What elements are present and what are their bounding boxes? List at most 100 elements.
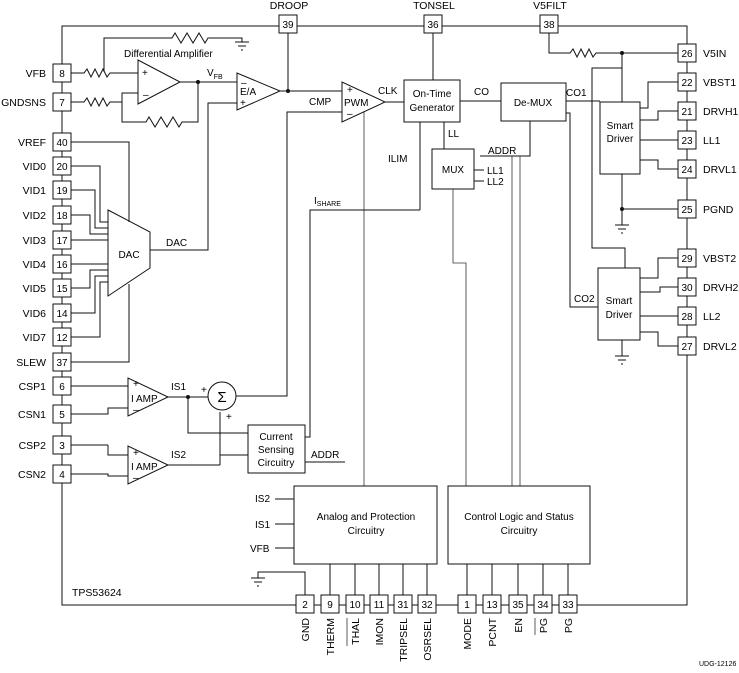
mux-out-net <box>452 189 467 486</box>
pin-gnd: 2 GND <box>295 594 315 641</box>
svg-text:35: 35 <box>512 600 524 611</box>
pin-ll2: 28 LL2 <box>677 306 721 326</box>
svg-text:CSN1: CSN1 <box>18 409 46 421</box>
pwm-minus: – <box>347 109 353 120</box>
pin-vref: VREF 40 <box>18 132 72 152</box>
svg-text:39: 39 <box>282 20 294 31</box>
ilim-label: ILIM <box>388 154 407 165</box>
svg-text:1: 1 <box>464 600 470 611</box>
pin-mode: 1 MODE <box>457 594 477 650</box>
pin-vid2: VID2 18 <box>23 205 72 225</box>
co2-net <box>566 112 598 308</box>
svg-text:PG: PG <box>563 618 575 633</box>
ishare-net <box>305 209 420 438</box>
device-label: TPS53624 <box>72 587 122 599</box>
svg-text:11: 11 <box>374 600 385 611</box>
svg-text:2: 2 <box>302 600 308 611</box>
svg-text:12: 12 <box>56 333 68 344</box>
iamp2-minus: – <box>133 473 139 484</box>
svg-text:TONSEL: TONSEL <box>413 0 455 12</box>
svg-text:VBST2: VBST2 <box>703 253 736 265</box>
is2-label: IS2 <box>171 450 186 461</box>
ishare-label: ISHARE <box>314 196 341 208</box>
vid0-net <box>71 165 108 223</box>
svg-text:VBST1: VBST1 <box>703 77 736 89</box>
sigma-plus-2: + <box>226 412 232 423</box>
svg-text:THERM: THERM <box>325 618 337 655</box>
cmp-net <box>233 111 342 397</box>
pin-pg: 33 PG <box>558 594 578 633</box>
svg-text:40: 40 <box>56 138 68 149</box>
pin-vbst1: 22 VBST1 <box>677 72 736 92</box>
svg-text:OSRSEL: OSRSEL <box>422 618 434 661</box>
svg-text:15: 15 <box>56 284 68 295</box>
smart2-label-1: Smart <box>606 296 633 307</box>
pin-droop: DROOP 39 <box>270 0 309 34</box>
svg-text:VID0: VID0 <box>23 161 47 173</box>
csn2-net <box>71 473 128 477</box>
vref-net <box>71 141 130 222</box>
vid7-net <box>71 281 108 338</box>
svg-text:37: 37 <box>56 358 68 369</box>
pwm-comparator <box>341 81 387 123</box>
svg-text:IMON: IMON <box>374 618 386 645</box>
ea-label: E/A <box>240 87 256 98</box>
svg-text:CSP2: CSP2 <box>19 440 47 452</box>
smart2-label-2: Driver <box>606 310 633 321</box>
svg-text:32: 32 <box>421 600 433 611</box>
svg-text:PGND: PGND <box>703 204 734 216</box>
pin-csn2: CSN2 4 <box>18 464 72 484</box>
iamp1-label: I AMP <box>131 394 158 405</box>
drvh2-net <box>640 286 678 293</box>
svg-text:DRVH2: DRVH2 <box>703 282 739 294</box>
addr-top-label: ADDR <box>488 146 516 157</box>
svg-text:DRVL1: DRVL1 <box>703 164 737 176</box>
on-time-generator <box>403 79 461 123</box>
pin-pcnt: 13 PCNT <box>482 594 502 647</box>
pin-vid1: VID1 19 <box>23 180 72 200</box>
pin-therm: 9 THERM <box>320 594 340 655</box>
analog-protection-circuitry <box>293 485 438 565</box>
csc-label-1: Current <box>259 432 293 443</box>
vfb-signal-label: VFB <box>207 68 223 81</box>
svg-text:30: 30 <box>681 283 693 294</box>
svg-text:VID7: VID7 <box>23 332 47 344</box>
cls-label-2: Circuitry <box>501 526 538 537</box>
iamp2-label: I AMP <box>131 462 158 473</box>
smart-driver-1 <box>599 101 641 175</box>
pin-imon: 11 IMON <box>369 594 389 645</box>
pin-osrsel: 32 OSRSEL <box>417 594 437 661</box>
addr-bottom-label: ADDR <box>311 450 339 461</box>
svg-text:EN: EN <box>513 618 525 633</box>
svg-text:16: 16 <box>56 260 68 271</box>
svg-text:GNDSNS: GNDSNS <box>1 97 46 109</box>
svg-text:19: 19 <box>56 186 68 197</box>
svg-text:5: 5 <box>59 410 65 421</box>
vbst2-net <box>640 257 678 279</box>
pin-vbst2: 29 VBST2 <box>677 248 736 268</box>
pin-v5in: 26 V5IN <box>677 43 726 63</box>
csn1-net <box>71 407 128 415</box>
svg-text:8: 8 <box>59 69 65 80</box>
ground-icon <box>251 577 265 587</box>
pin-vid0: VID0 20 <box>23 156 72 176</box>
vid1-net <box>71 189 108 229</box>
pin-en: 35 EN <box>508 594 528 633</box>
csc-label-3: Circuitry <box>258 458 295 469</box>
co2-label: CO2 <box>574 294 595 305</box>
dac-label: DAC <box>118 250 139 261</box>
svg-text:29: 29 <box>681 254 693 265</box>
dac-net <box>150 102 237 251</box>
svg-text:V5IN: V5IN <box>703 48 726 60</box>
svg-text:27: 27 <box>681 342 693 353</box>
diff-amp-bottom-resistor <box>121 82 199 128</box>
svg-text:DROOP: DROOP <box>270 0 309 12</box>
ll-label: LL <box>448 129 460 140</box>
iamp2-plus: + <box>133 448 139 459</box>
csp2-net-2 <box>107 445 128 456</box>
iamp1-plus: + <box>133 379 139 390</box>
clk-label: CLK <box>378 86 398 97</box>
svg-text:17: 17 <box>56 236 68 247</box>
dac <box>107 209 151 297</box>
